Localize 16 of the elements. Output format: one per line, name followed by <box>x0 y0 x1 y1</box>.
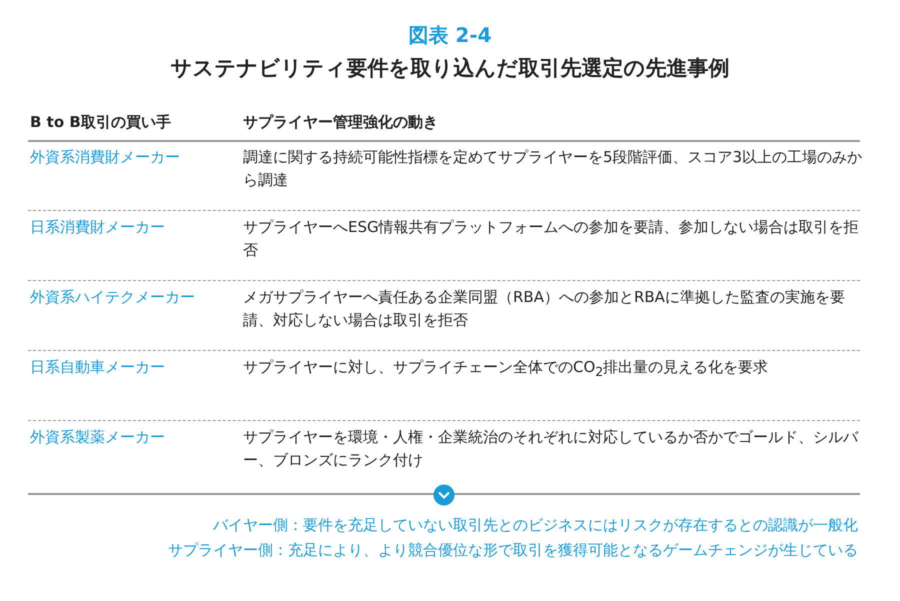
figure-number: 図表 2-4 <box>407 22 493 49</box>
description-text: 調達に関する持続可能性指標を定めてサプライヤーを5段階評価、スコア3以上の工場のみから調達 <box>243 147 863 191</box>
buyer-name: 外資系消費財メーカー <box>30 148 180 167</box>
column-header: サプライヤー管理強化の動き <box>243 113 438 132</box>
description-text: サプライヤーを環境・人権・企業統治のそれぞれに対応しているか否かでゴールド、シルバー、ブロンズにランク付け <box>243 427 860 471</box>
column-header: B to B取引の買い手 <box>30 113 171 132</box>
conclusion-text: サプライヤー側：充足により、より競合優位な形で取引を獲得可能となるゲームチェンジが生じている <box>168 541 858 560</box>
buyer-name: 外資系製薬メーカー <box>30 428 165 447</box>
buyer-name: 日系消費財メーカー <box>30 218 165 237</box>
title: サステナビリティ要件を取り込んだ取引先選定の先進事例 <box>170 55 730 82</box>
buyer-name: 日系自動車メーカー <box>30 358 165 377</box>
description-text: サプライヤーに対し、サプライチェーン全体でのCO$_{2}$排出量の見える化を要求 <box>243 357 770 381</box>
description-text: メガサプライヤーへ責任ある企業同盟（RBA）への参加とRBAに準拠した監査の実施を要請、対応しない場合は取引を拒否 <box>243 287 846 331</box>
description-text: サプライヤーへESG情報共有プラットフォームへの参加を要請、参加しない場合は取引を拒否 <box>243 217 860 261</box>
conclusion-text: バイヤー側：要件を充足していない取引先とのビジネスにはリスクが存在するとの認識が一般化 <box>213 516 858 535</box>
buyer-name: 外資系ハイテクメーカー <box>30 288 195 307</box>
